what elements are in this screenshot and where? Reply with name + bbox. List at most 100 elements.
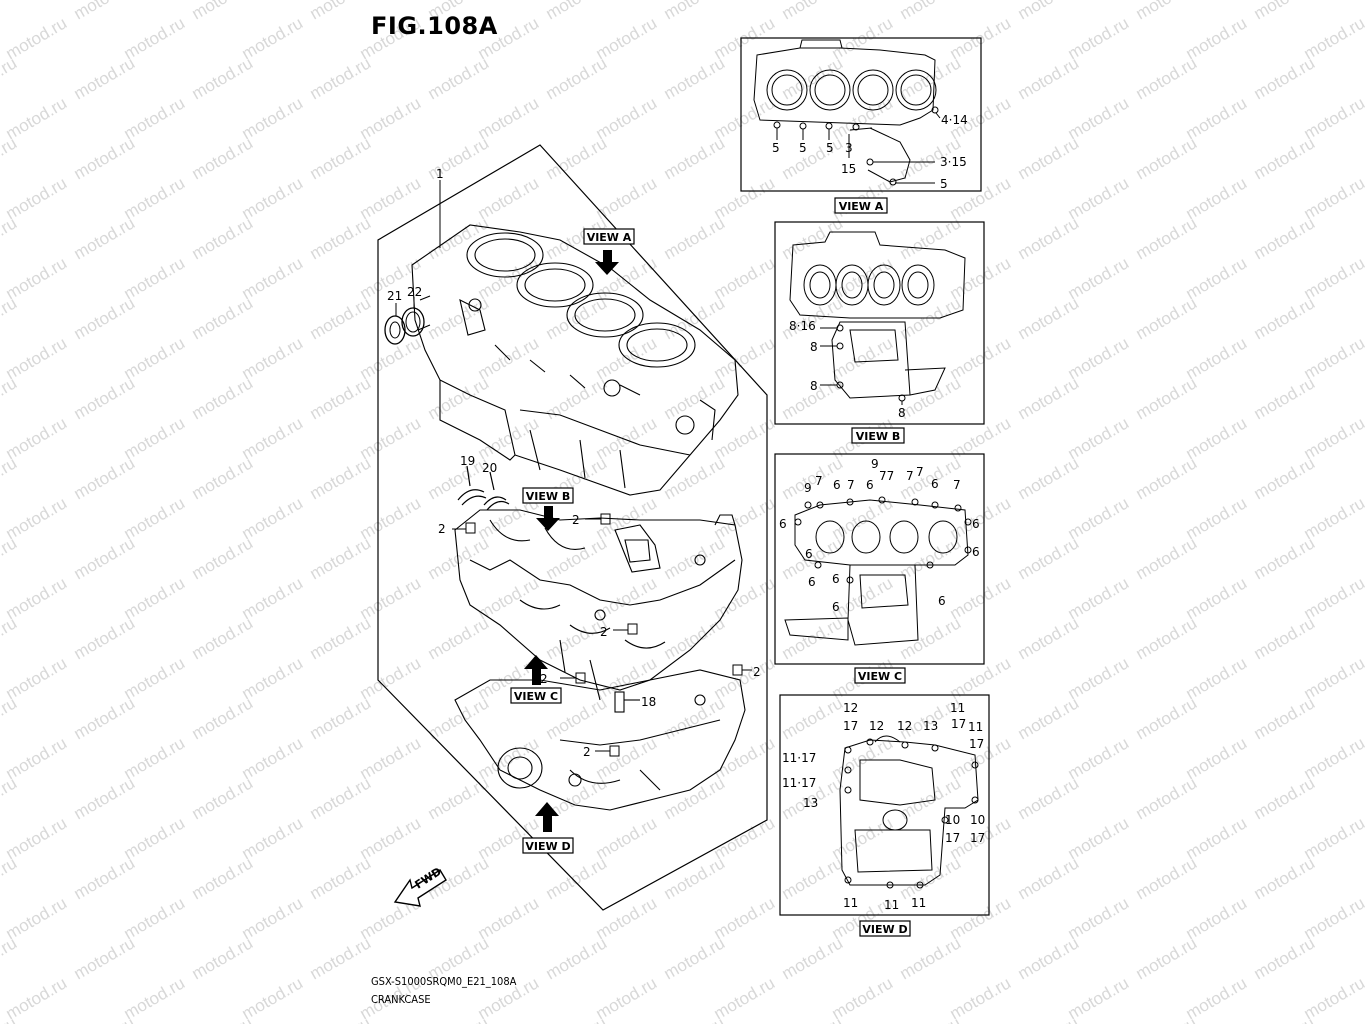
view-tag-d: VIEW D (525, 840, 570, 853)
view-tag-b-box (522, 487, 574, 504)
fwd-label: FWD (413, 865, 444, 892)
view-c-panel (774, 453, 985, 665)
callout-label: 11 (950, 701, 965, 715)
callout-label: 8 (898, 406, 906, 420)
view-tag-a: VIEW A (587, 231, 632, 244)
view-d-panel (779, 694, 990, 916)
callout-label: 11 (884, 898, 899, 912)
main-callout: 2 (572, 513, 580, 527)
callout-label: 12 (897, 719, 912, 733)
callout-label: 6 (931, 477, 939, 491)
callout-label: 10 (945, 813, 960, 827)
callout-label: 6 (805, 547, 813, 561)
callout-label: 17 (969, 737, 984, 751)
callout-label: 6 (779, 517, 787, 531)
callout-label: 9 (804, 481, 812, 495)
middle-crankcase (454, 509, 743, 701)
callout-label: 7 (953, 478, 961, 492)
view-c-caption: VIEW C (858, 670, 902, 683)
callout-label: 13 (803, 796, 818, 810)
view-b-caption: VIEW B (856, 430, 900, 443)
view-a-panel (740, 37, 982, 192)
callout-label: 17 (970, 831, 985, 845)
main-callout: 2 (540, 672, 548, 686)
callout-label: 11 (843, 896, 858, 910)
view-a-caption: VIEW A (839, 200, 884, 213)
assembly-frame (377, 144, 768, 911)
oil-seal-and-plug (384, 297, 425, 345)
view-tag-c-box (510, 687, 562, 704)
main-callout: 2 (600, 625, 608, 639)
callout-label: 6 (972, 545, 980, 559)
callout-label: 11·17 (782, 776, 816, 790)
main-callout: 22 (407, 285, 422, 299)
part-group-name: CRANKCASE (371, 993, 431, 1006)
main-assembly (377, 144, 768, 911)
callout-label: 3·15 (940, 155, 967, 169)
main-callout: 19 (460, 454, 475, 468)
view-d-caption-box (859, 920, 911, 937)
callout-label: 6 (972, 517, 980, 531)
callout-label: 8 (810, 379, 818, 393)
callout-label: 5 (799, 141, 807, 155)
view-tag-a-box (583, 228, 635, 245)
callout-label: 11 (911, 896, 926, 910)
ref-number-1: 1 (436, 167, 444, 181)
callout-label: 7 (815, 474, 823, 488)
callout-label: 12 (869, 719, 884, 733)
fwd-arrow-icon (393, 869, 447, 907)
callout-label: 8·16 (789, 319, 816, 333)
view-tag-d-box (522, 837, 574, 854)
callout-label: 17 (843, 719, 858, 733)
main-callout: 21 (387, 289, 402, 303)
callout-label: 77 (879, 469, 894, 483)
callout-label: 8 (810, 340, 818, 354)
callout-label: 17 (945, 831, 960, 845)
lower-crankcase (454, 669, 746, 811)
callout-label: 10 (970, 813, 985, 827)
main-callout: 2 (438, 522, 446, 536)
callout-label: 11·17 (782, 751, 816, 765)
main-callout: 18 (641, 695, 656, 709)
callout-label: 17 (951, 717, 966, 731)
view-a-caption-box (834, 197, 888, 214)
main-callout: 2 (753, 665, 761, 679)
callout-label: 3 (845, 141, 853, 155)
watermark-text: motod.ru (0, 1013, 20, 1024)
main-callout: 20 (482, 461, 497, 475)
callout-label: 5 (826, 141, 834, 155)
main-callout: 2 (583, 745, 591, 759)
callout-label: 6 (866, 478, 874, 492)
callout-label: 6 (833, 478, 841, 492)
callout-label: 6 (938, 594, 946, 608)
callout-label: 5 (940, 177, 948, 191)
callout-label: 6 (832, 572, 840, 586)
view-tag-b: VIEW B (526, 490, 570, 503)
view-arrows (524, 250, 619, 832)
callout-label: 6 (808, 575, 816, 589)
callout-label: 7 (916, 465, 924, 479)
dowel-pins (452, 513, 752, 757)
view-b-panel (774, 221, 985, 425)
callout-label: 7 (906, 469, 914, 483)
upper-crankcase (411, 224, 739, 496)
callout-label: 11 (968, 720, 983, 734)
callout-label: 4·14 (941, 113, 968, 127)
figure-title: FIG.108A (371, 12, 498, 40)
callout-label: 7 (847, 478, 855, 492)
model-code: GSX-S1000SRQM0_E21_108A (371, 975, 517, 988)
view-d-caption: VIEW D (862, 923, 907, 936)
callout-label: 5 (772, 141, 780, 155)
callout-label: 6 (832, 600, 840, 614)
callout-label: 15 (841, 162, 856, 176)
view-b-caption-box (851, 427, 905, 444)
callout-label: 9 (871, 457, 879, 471)
view-c-caption-box (854, 667, 906, 684)
bearings (457, 465, 510, 511)
view-tag-c: VIEW C (514, 690, 558, 703)
callout-label: 12 (843, 701, 858, 715)
